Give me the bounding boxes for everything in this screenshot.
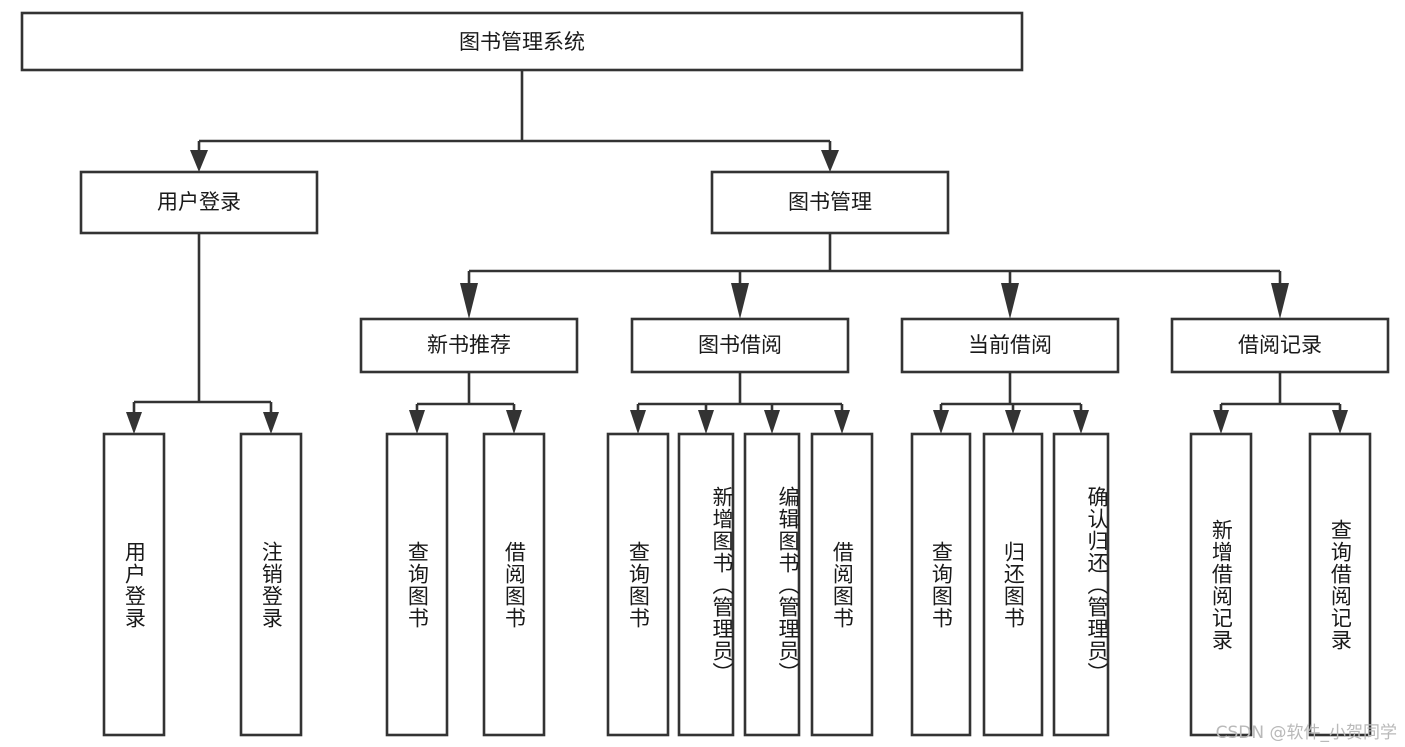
arrowhead-leaf-query-book-rec bbox=[409, 410, 425, 434]
arrowhead-leaf-logout bbox=[263, 412, 279, 434]
arrowhead-leaf-borrow-book bbox=[834, 410, 850, 434]
node-label-user-login: 用户登录 bbox=[157, 190, 241, 214]
arrowhead-book-borrow bbox=[731, 283, 749, 319]
node-box-leaf-query-book-current[interactable] bbox=[910, 432, 972, 737]
node-box-leaf-logout[interactable] bbox=[239, 432, 303, 737]
node-box-leaf-confirm-return-admin[interactable] bbox=[1052, 432, 1110, 737]
arrowhead-new-book-recommend bbox=[460, 283, 478, 319]
node-label-current-borrow: 当前借阅 bbox=[968, 333, 1052, 357]
arrowhead-leaf-add-borrow-record bbox=[1213, 410, 1229, 434]
node-box-leaf-query-book-borrow[interactable] bbox=[606, 432, 670, 737]
node-box-user-login[interactable] bbox=[79, 170, 319, 235]
node-box-leaf-add-book-admin[interactable] bbox=[677, 432, 735, 737]
node-box-leaf-add-borrow-record[interactable] bbox=[1189, 432, 1253, 737]
node-box-borrow-record[interactable] bbox=[1170, 317, 1390, 374]
node-box-book-borrow[interactable] bbox=[630, 317, 850, 374]
arrowhead-leaf-add-book-admin bbox=[698, 410, 714, 434]
arrowhead-leaf-query-book-borrow bbox=[630, 410, 646, 434]
arrowhead-leaf-return-book bbox=[1005, 410, 1021, 434]
node-box-new-book-recommend[interactable] bbox=[359, 317, 579, 374]
arrowhead-current-borrow bbox=[1001, 283, 1019, 319]
arrowhead-borrow-record bbox=[1271, 283, 1289, 319]
node-label-book-borrow: 图书借阅 bbox=[698, 333, 782, 357]
node-layer: 图书管理系统 用户登录 图书管理 新书推荐 图书借阅 当前借阅 借阅记录 bbox=[20, 11, 1390, 737]
node-box-leaf-query-book-rec[interactable] bbox=[385, 432, 449, 737]
node-label-book-manage: 图书管理 bbox=[788, 190, 872, 214]
arrowhead-leaf-borrow-book-rec bbox=[506, 410, 522, 434]
node-label-root: 图书管理系统 bbox=[459, 30, 585, 54]
node-label-new-book-recommend: 新书推荐 bbox=[427, 333, 511, 357]
arrowhead-user-login bbox=[190, 150, 208, 172]
node-box-leaf-borrow-book[interactable] bbox=[810, 432, 874, 737]
csdn-watermark: CSDN @软件_小贺同学 bbox=[1215, 723, 1397, 743]
connector-layer bbox=[126, 70, 1348, 434]
node-box-root[interactable] bbox=[20, 11, 1024, 72]
arrowhead-leaf-query-book-current bbox=[933, 410, 949, 434]
arrowhead-leaf-confirm-return-admin bbox=[1073, 410, 1089, 434]
node-box-leaf-borrow-book-rec[interactable] bbox=[482, 432, 546, 737]
arrowhead-book-manage bbox=[821, 150, 839, 172]
node-label-borrow-record: 借阅记录 bbox=[1238, 333, 1322, 357]
node-box-book-manage[interactable] bbox=[710, 170, 950, 235]
node-box-leaf-edit-book-admin[interactable] bbox=[743, 432, 801, 737]
node-box-leaf-return-book[interactable] bbox=[982, 432, 1044, 737]
node-box-current-borrow[interactable] bbox=[900, 317, 1120, 374]
arrowhead-leaf-query-borrow-record bbox=[1332, 410, 1348, 434]
node-box-leaf-user-login[interactable] bbox=[102, 432, 166, 737]
node-box-leaf-query-borrow-record[interactable] bbox=[1308, 432, 1372, 737]
arrowhead-leaf-edit-book-admin bbox=[764, 410, 780, 434]
arrowhead-leaf-user-login bbox=[126, 412, 142, 434]
